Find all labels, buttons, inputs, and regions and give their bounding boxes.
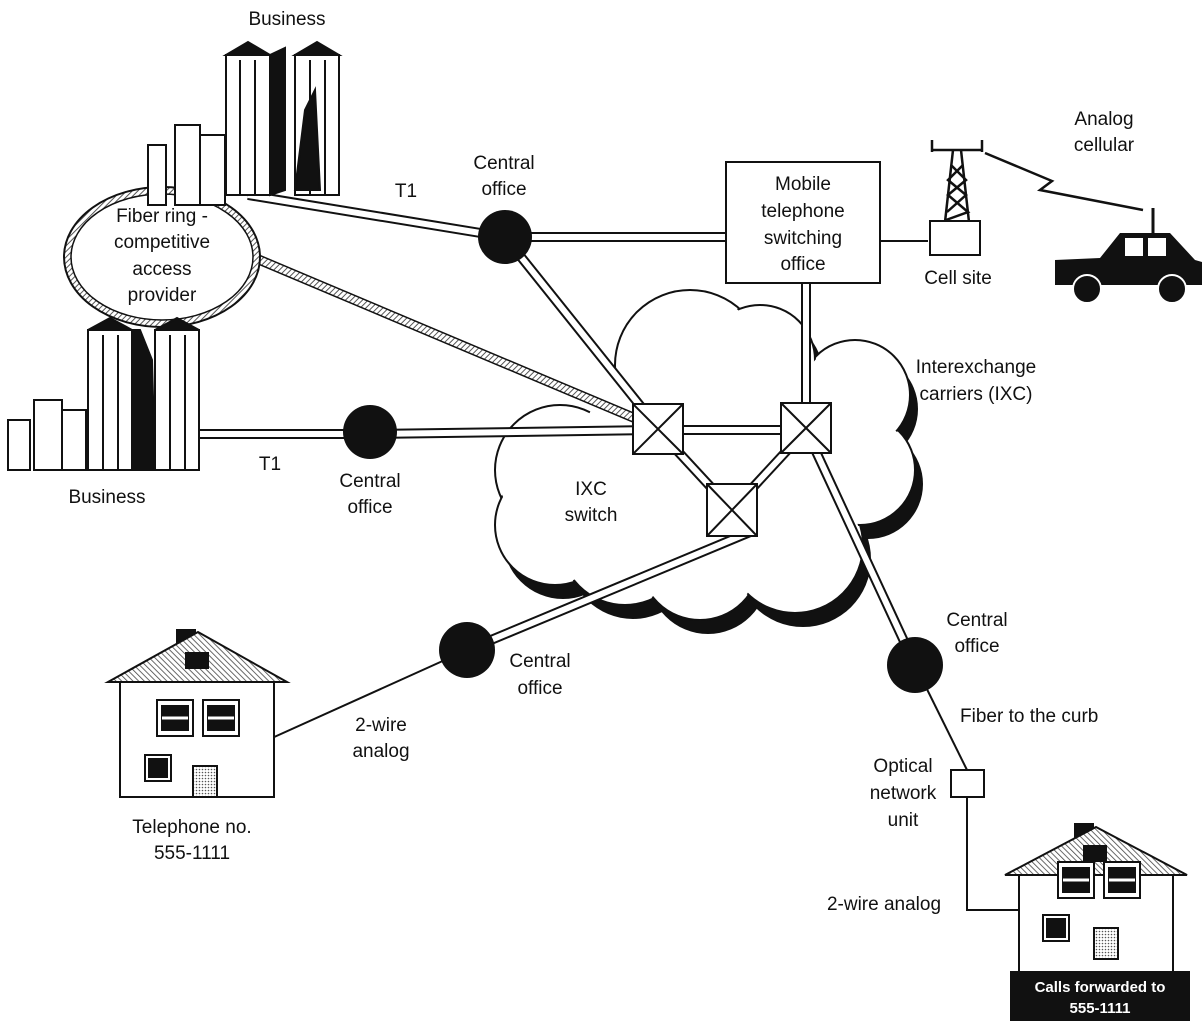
svg-text:Mobile: Mobile xyxy=(775,174,831,195)
radio-signal-icon xyxy=(984,151,1144,212)
house-right-icon xyxy=(1004,823,1188,991)
svg-text:cellular: cellular xyxy=(1074,135,1135,156)
svg-text:access: access xyxy=(132,259,191,280)
business-buildings-top xyxy=(147,40,343,206)
central-office-nodes xyxy=(343,210,943,693)
svg-text:555-1111: 555-1111 xyxy=(154,843,230,864)
fiber-to-curb-label: Fiber to the curb xyxy=(960,706,1098,727)
svg-text:Central: Central xyxy=(473,153,534,174)
svg-text:Central: Central xyxy=(946,610,1007,631)
svg-text:office: office xyxy=(347,497,392,518)
svg-text:provider: provider xyxy=(128,285,197,306)
svg-text:Optical: Optical xyxy=(873,756,932,777)
svg-text:carriers (IXC): carriers (IXC) xyxy=(920,384,1033,405)
svg-text:Interexchange: Interexchange xyxy=(916,357,1036,378)
svg-text:office: office xyxy=(954,636,999,657)
svg-text:switch: switch xyxy=(565,505,618,526)
svg-text:Analog: Analog xyxy=(1074,109,1133,130)
onu-label: Optical network unit xyxy=(870,756,937,831)
svg-text:unit: unit xyxy=(888,810,919,831)
fiber-ring-label: Fiber ring - competitive access provider xyxy=(114,206,210,306)
two-wire-right-label: 2-wire analog xyxy=(827,894,941,915)
cell-site-box xyxy=(929,220,981,256)
cell-tower-icon xyxy=(930,140,984,223)
cell-site-label: Cell site xyxy=(924,268,992,289)
svg-text:network: network xyxy=(870,783,937,804)
central-office-left-label: Central office xyxy=(339,471,400,518)
two-wire-left-label: 2-wire analog xyxy=(352,715,409,762)
svg-text:Calls forwarded to: Calls forwarded to xyxy=(1035,979,1166,996)
svg-text:IXC: IXC xyxy=(575,479,607,500)
central-office-top-node xyxy=(478,210,532,264)
svg-text:analog: analog xyxy=(352,741,409,762)
analog-cellular-label: Analog cellular xyxy=(1074,109,1135,156)
central-office-left-node xyxy=(343,405,397,459)
business-top-label: Business xyxy=(248,9,325,30)
ixc-switch-2 xyxy=(780,402,832,454)
svg-text:Central: Central xyxy=(509,651,570,672)
interexchange-label: Interexchange carriers (IXC) xyxy=(916,357,1036,405)
car-icon xyxy=(1055,208,1202,304)
central-office-right-node xyxy=(887,637,943,693)
svg-text:Fiber ring -: Fiber ring - xyxy=(116,206,208,227)
ixc-switch-1 xyxy=(632,403,684,455)
central-office-home-label: Central office xyxy=(509,651,570,699)
central-office-top-label: Central office xyxy=(473,153,534,200)
calls-forwarded-badge xyxy=(1010,971,1190,1021)
central-office-home-node xyxy=(439,622,495,678)
svg-text:office: office xyxy=(780,254,825,275)
mtso-label: Mobile telephone switching office xyxy=(761,174,844,275)
t1-link-top xyxy=(247,190,506,242)
fiber-ring xyxy=(63,186,261,328)
calls-forwarded-label: Calls forwarded to 555-1111 xyxy=(1035,979,1166,1017)
t1-bottom-label: T1 xyxy=(259,454,281,475)
svg-text:office: office xyxy=(481,179,526,200)
ixc-switch-3 xyxy=(706,483,758,537)
t1-top-label: T1 xyxy=(395,181,417,202)
svg-text:555-1111: 555-1111 xyxy=(1070,1000,1131,1017)
business-bottom-label: Business xyxy=(68,487,145,508)
ixc-cloud xyxy=(494,289,923,634)
svg-text:Central: Central xyxy=(339,471,400,492)
business-buildings-bottom xyxy=(7,316,200,471)
svg-text:2-wire: 2-wire xyxy=(355,715,407,736)
telephone-number-label: Telephone no. 555-1111 xyxy=(132,817,251,864)
ixc-switch-label: IXC switch xyxy=(565,479,618,526)
svg-text:telephone: telephone xyxy=(761,201,844,222)
svg-text:switching: switching xyxy=(764,228,842,249)
fiber-ring-link-to-ixc xyxy=(253,253,660,433)
svg-text:office: office xyxy=(517,678,562,699)
optical-network-unit-box xyxy=(950,769,985,798)
svg-text:competitive: competitive xyxy=(114,232,210,253)
house-left-icon xyxy=(104,629,291,798)
mtso-box xyxy=(725,161,881,284)
central-office-right-label: Central office xyxy=(946,610,1007,657)
svg-text:Telephone no.: Telephone no. xyxy=(132,817,251,838)
ixc-switches xyxy=(632,402,832,537)
